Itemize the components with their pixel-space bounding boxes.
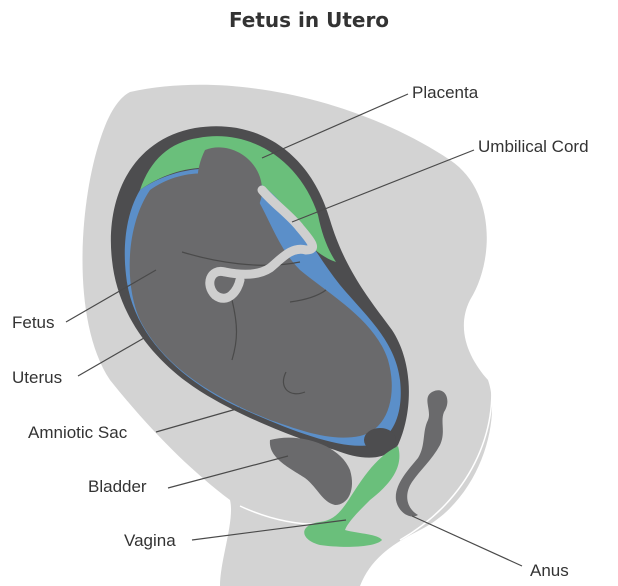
umbilical-cord-label: Umbilical Cord — [478, 137, 589, 156]
anus-label: Anus — [530, 561, 569, 580]
bladder-label: Bladder — [88, 477, 147, 496]
amniotic-sac-label: Amniotic Sac — [28, 423, 128, 442]
anus-leader — [412, 516, 522, 566]
placenta-label: Placenta — [412, 83, 479, 102]
vagina-label: Vagina — [124, 531, 176, 550]
uterus-label: Uterus — [12, 368, 62, 387]
cervix — [364, 428, 396, 452]
fetus-label: Fetus — [12, 313, 55, 332]
